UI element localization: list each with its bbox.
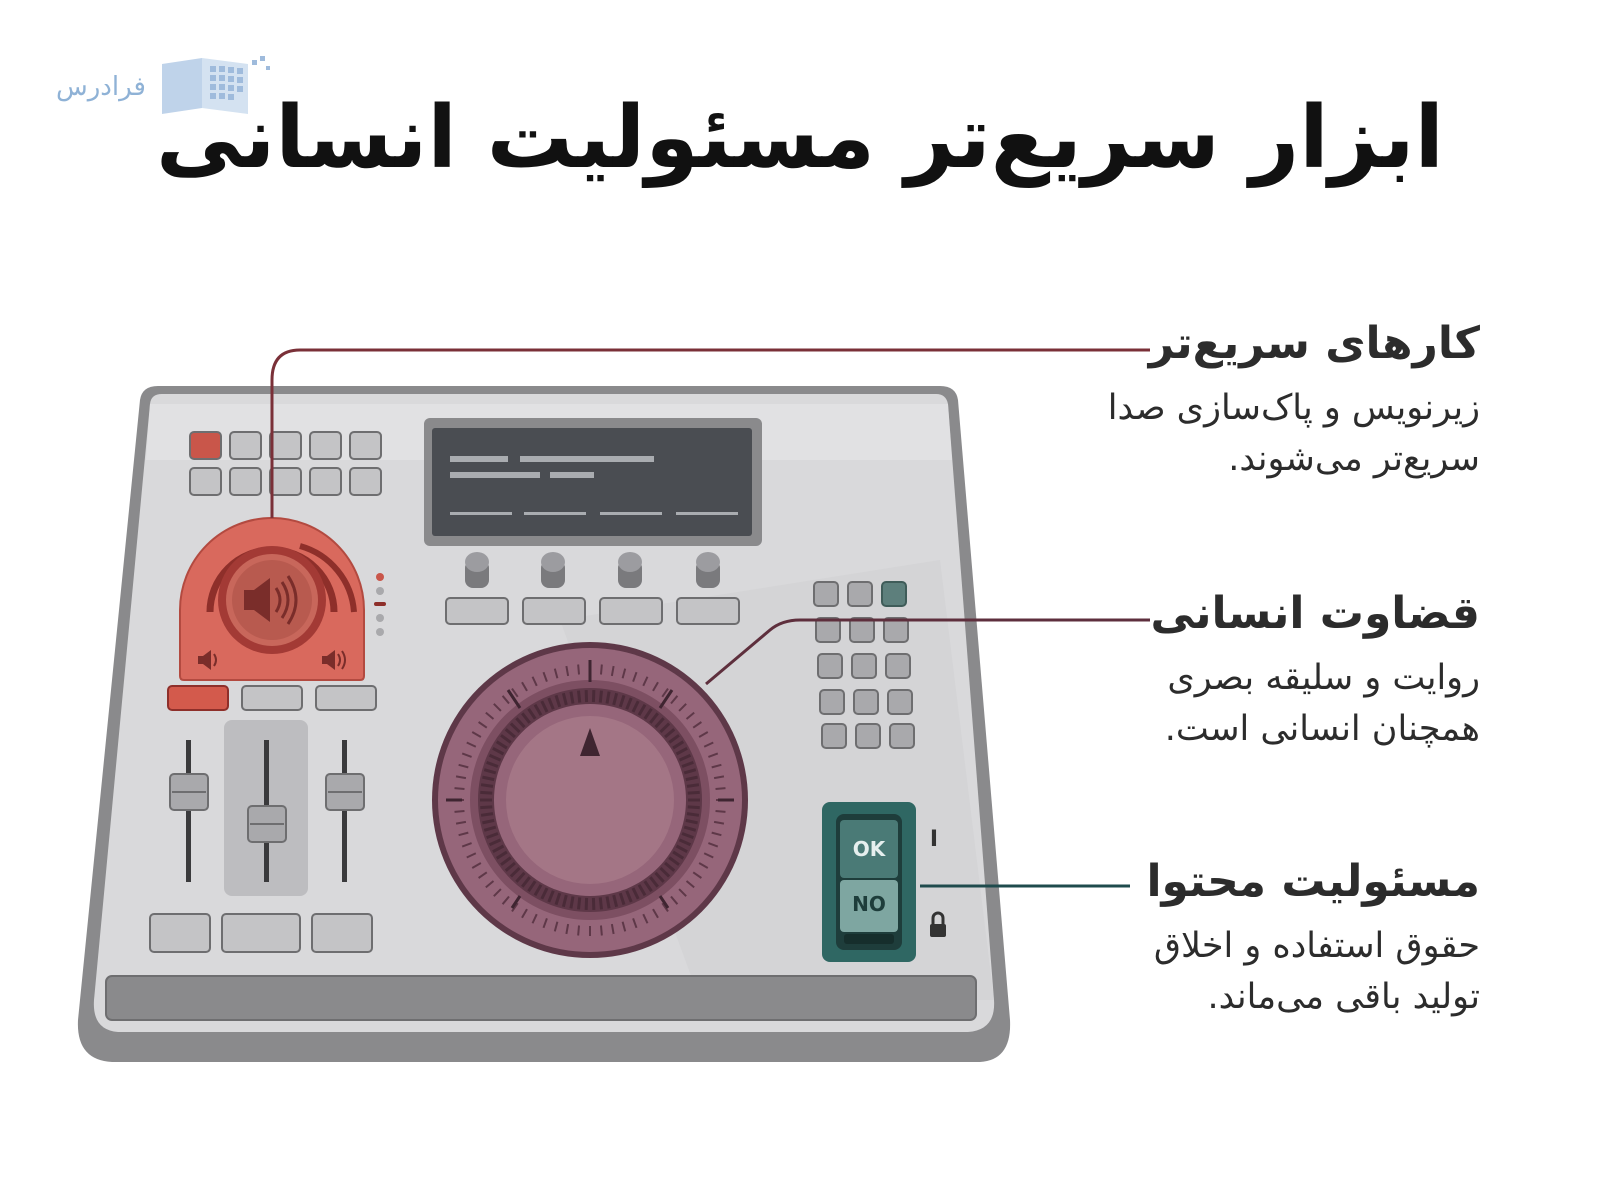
callout-responsibility-line1: حقوق استفاده و اخلاق xyxy=(1153,925,1480,966)
callout-faster-heading: کارهای سریع‌تر xyxy=(1148,318,1480,369)
switch-no-label: NO xyxy=(852,892,886,916)
logo-text: فرادرس xyxy=(56,72,146,102)
ok-no-switch: OK NO I xyxy=(822,802,946,962)
volume-row-buttons xyxy=(167,685,377,711)
switch-on-mark: I xyxy=(930,827,938,852)
speaker-icon xyxy=(244,575,298,625)
bottom-strip xyxy=(105,975,977,1021)
faradars-logo: فرادرس xyxy=(52,50,292,130)
jog-wheel xyxy=(432,642,748,958)
jog-pointer-icon xyxy=(580,728,600,756)
callout-responsibility-line2: تولید باقی می‌ماند. xyxy=(1207,976,1480,1017)
screen-knobs xyxy=(465,552,720,588)
callout-judgment-line1: روایت و سلیقه بصری xyxy=(1167,657,1480,698)
volume-module xyxy=(179,517,386,681)
callout-judgment: قضاوت انسانی روایت و سلیقه بصری همچنان ان… xyxy=(1150,588,1480,754)
bottom-left-buttons xyxy=(149,913,373,953)
padlock-icon xyxy=(930,911,946,937)
callout-faster-line1: زیرنویس و پاک‌سازی صدا xyxy=(1107,387,1480,428)
callout-responsibility: مسئولیت محتوا حقوق استفاده و اخلاق تولید … xyxy=(1146,856,1480,1022)
connector-line-faster xyxy=(270,348,1150,518)
callout-faster-line2: سریع‌تر می‌شوند. xyxy=(1228,438,1480,479)
connector-line-judgment xyxy=(705,618,1150,686)
top-left-button-grid xyxy=(189,431,382,496)
volume-down-icon xyxy=(198,650,217,670)
book-grid-logo-icon xyxy=(162,56,270,114)
callout-judgment-heading: قضاوت انسانی xyxy=(1150,588,1480,639)
callout-judgment-line2: همچنان انسانی است. xyxy=(1164,708,1480,749)
keypad xyxy=(813,581,915,749)
callout-faster: کارهای سریع‌تر زیرنویس و پاک‌سازی صدا سری… xyxy=(1108,318,1480,484)
faders xyxy=(169,720,365,896)
switch-ok-label: OK xyxy=(853,837,887,861)
callout-responsibility-heading: مسئولیت محتوا xyxy=(1146,856,1480,907)
display-screen xyxy=(424,418,762,546)
screen-buttons xyxy=(445,597,740,625)
page-title: ابزار سریع‌تر مسئولیت انسانی xyxy=(155,88,1445,188)
volume-up-icon xyxy=(322,650,346,670)
